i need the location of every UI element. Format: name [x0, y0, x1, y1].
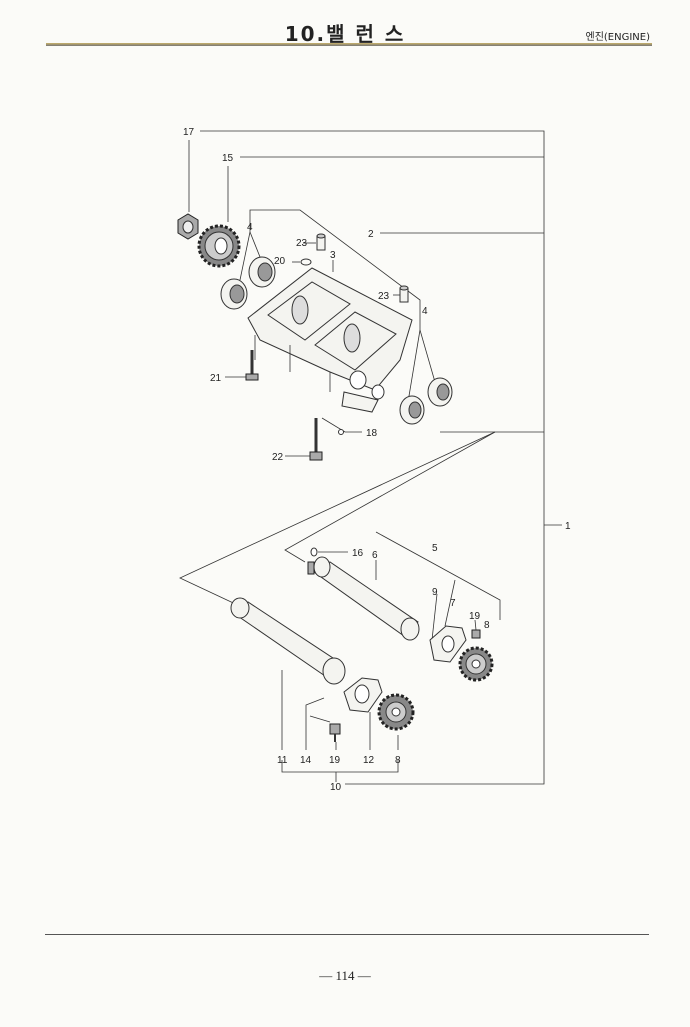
- bolt-21: [245, 350, 259, 381]
- callout-12: 12: [363, 755, 375, 766]
- page-title: 10.밸 런 스: [284, 22, 406, 46]
- balancer-shaft-6: [307, 556, 420, 641]
- dowel-pins-23: [316, 233, 409, 303]
- o-ring-20: [300, 258, 312, 266]
- callout-23-upper: 23: [296, 238, 308, 249]
- bushings-4-upper: [220, 256, 276, 310]
- callout-10: 10: [330, 782, 342, 793]
- callout-4-upper: 4: [247, 222, 253, 233]
- callout-18: 18: [366, 428, 378, 439]
- plate-7: [429, 625, 467, 663]
- bolt-19-lower: [329, 723, 341, 742]
- gear-15: [197, 224, 241, 268]
- callout-8-upper: 8: [484, 620, 490, 631]
- callout-23-lower: 23: [378, 291, 390, 302]
- bushings-4-lower: [399, 377, 453, 425]
- callout-9: 9: [432, 587, 438, 598]
- page-number: — 114 —: [319, 968, 371, 983]
- callout-14: 14: [300, 755, 312, 766]
- callout-7: 7: [450, 598, 456, 609]
- gear-8-upper: [458, 646, 494, 682]
- nut-17: [177, 213, 199, 240]
- bolt-19-upper: [471, 629, 481, 639]
- callout-6: 6: [372, 550, 378, 561]
- callout-1: 1: [565, 521, 571, 532]
- callout-3: 3: [330, 250, 336, 261]
- callout-22: 22: [272, 452, 284, 463]
- callout-5: 5: [432, 543, 438, 554]
- plate-12: [343, 677, 383, 713]
- header-rule: [46, 43, 652, 46]
- callout-11: 11: [277, 755, 288, 766]
- gear-8-lower: [377, 693, 415, 731]
- pin-16: [310, 547, 318, 557]
- callout-4-lower: 4: [422, 306, 428, 317]
- callout-8-lower: 8: [395, 755, 401, 766]
- callout-15: 15: [222, 153, 234, 164]
- callout-20: 20: [274, 256, 286, 267]
- pin-18: [338, 429, 344, 435]
- leader-lines: [179, 130, 562, 785]
- bolt-22: [309, 418, 323, 461]
- callout-19-upper: 19: [469, 611, 481, 622]
- section-label: 엔진(ENGINE): [585, 32, 651, 43]
- footer-rule: [45, 934, 649, 935]
- callout-2: 2: [368, 229, 374, 240]
- balancer-housing-2: [247, 267, 413, 413]
- callout-17: 17: [183, 127, 195, 138]
- callout-labels: 17 15 2 4 23 3 20 23 4 21 18 22 1 16 6 5…: [183, 127, 571, 793]
- balancer-shaft-11: [230, 597, 346, 685]
- callout-21: 21: [210, 373, 222, 384]
- callout-16: 16: [352, 548, 364, 559]
- callout-19-lower: 19: [329, 755, 341, 766]
